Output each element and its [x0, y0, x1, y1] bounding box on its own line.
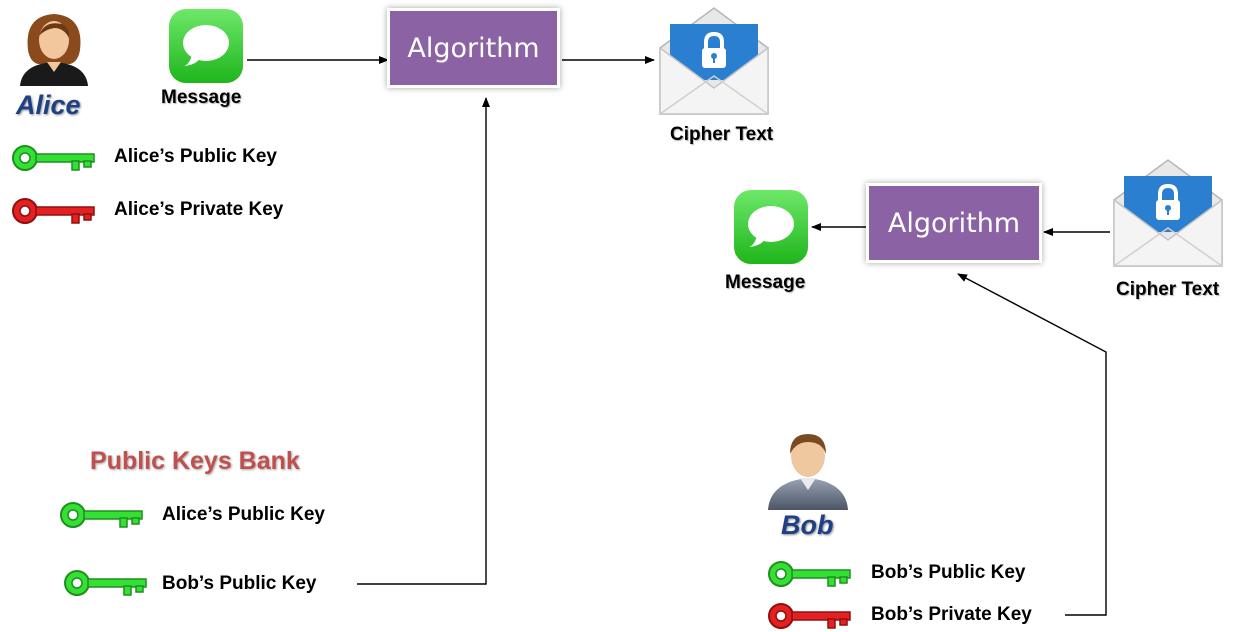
alice-name: Alice	[16, 90, 81, 120]
bob-private-key-label: Bob’s Private Key	[871, 604, 1032, 625]
bob-public-key-label: Bob’s Public Key	[871, 562, 1026, 583]
cipher-text-label: Cipher Text	[670, 124, 774, 145]
bank-alice-public-key-label: Alice’s Public Key	[162, 504, 325, 525]
algorithm-box: Algorithm	[390, 11, 557, 85]
alice-avatar-icon	[14, 6, 94, 86]
bank-bob-public-key-label: Bob’s Public Key	[162, 573, 317, 594]
algorithm-box: Algorithm	[869, 186, 1039, 260]
arrow-bob-public-key-to-algorithm	[357, 97, 490, 585]
alice-public-key-icon	[10, 143, 98, 173]
cipher-text-label: Cipher Text	[1116, 279, 1220, 300]
cipher-envelope-icon	[1110, 156, 1226, 268]
public-keys-bank-title: Public Keys Bank	[90, 447, 300, 475]
arrow-bob-private-key-to-algorithm	[957, 273, 1107, 616]
bob-private-key-icon	[766, 601, 854, 631]
message-icon	[168, 8, 244, 84]
bob-name: Bob	[781, 510, 834, 540]
bob-public-key-icon	[766, 559, 854, 589]
alice-private-key-icon	[10, 196, 98, 226]
bank-bob-public-key-icon	[62, 568, 150, 598]
message-label: Message	[161, 87, 242, 108]
alice-public-key-label: Alice’s Public Key	[114, 146, 277, 167]
bob-avatar-icon	[764, 426, 852, 510]
message-icon	[733, 189, 809, 265]
cipher-envelope-icon	[656, 4, 772, 116]
alice-private-key-label: Alice’s Private Key	[114, 199, 284, 220]
message-label: Message	[725, 272, 806, 293]
bank-alice-public-key-icon	[58, 500, 146, 530]
